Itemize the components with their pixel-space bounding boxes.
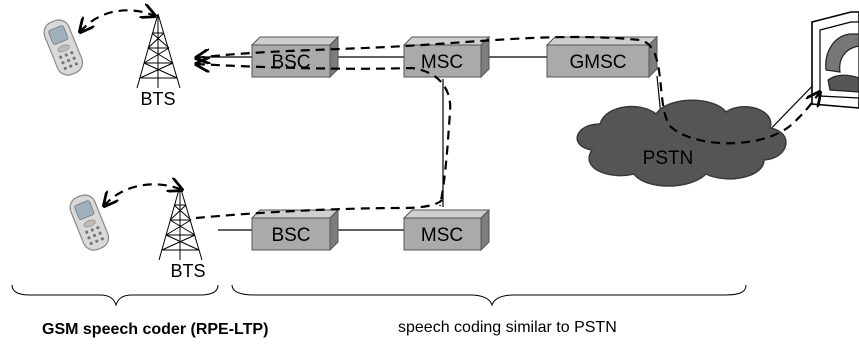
bts-top-label: BTS <box>140 89 175 109</box>
brace-left <box>11 284 219 307</box>
mobile-phone-icon <box>43 19 84 76</box>
mobile-phone-icon <box>69 194 110 251</box>
caption-pstn-coding: speech coding similar to PSTN <box>398 319 617 336</box>
bsc-top-label: BSC <box>271 52 310 73</box>
bsc-top-box: BSC <box>250 35 340 79</box>
brace-right <box>231 284 747 307</box>
call-path <box>80 10 820 220</box>
antenna-tower-icon <box>136 13 181 89</box>
pstn-cloud: PSTN <box>576 99 787 187</box>
msc-top-box: MSC <box>402 35 491 79</box>
bsc-bottom-label: BSC <box>271 225 310 246</box>
bts-bottom-label: BTS <box>170 261 205 281</box>
gmsc-label: GMSC <box>570 52 627 73</box>
bsc-bottom-box: BSC <box>250 208 340 252</box>
msc-bottom-box: MSC <box>402 208 491 252</box>
radio-link-bottom <box>104 184 182 206</box>
telephone-icon <box>811 11 859 109</box>
gmsc-box: GMSC <box>545 35 659 79</box>
caption-gsm-speech-coder: GSM speech coder (RPE-LTP) <box>42 321 268 338</box>
pstn-label: PSTN <box>643 148 694 169</box>
msc-top-label: MSC <box>421 52 463 73</box>
call-path-top-inner <box>196 64 452 207</box>
call-path-top <box>196 35 820 145</box>
call-path-bottom <box>195 199 443 220</box>
msc-bottom-label: MSC <box>421 225 463 246</box>
radio-link-top <box>80 10 155 32</box>
antenna-tower-icon <box>158 185 203 261</box>
